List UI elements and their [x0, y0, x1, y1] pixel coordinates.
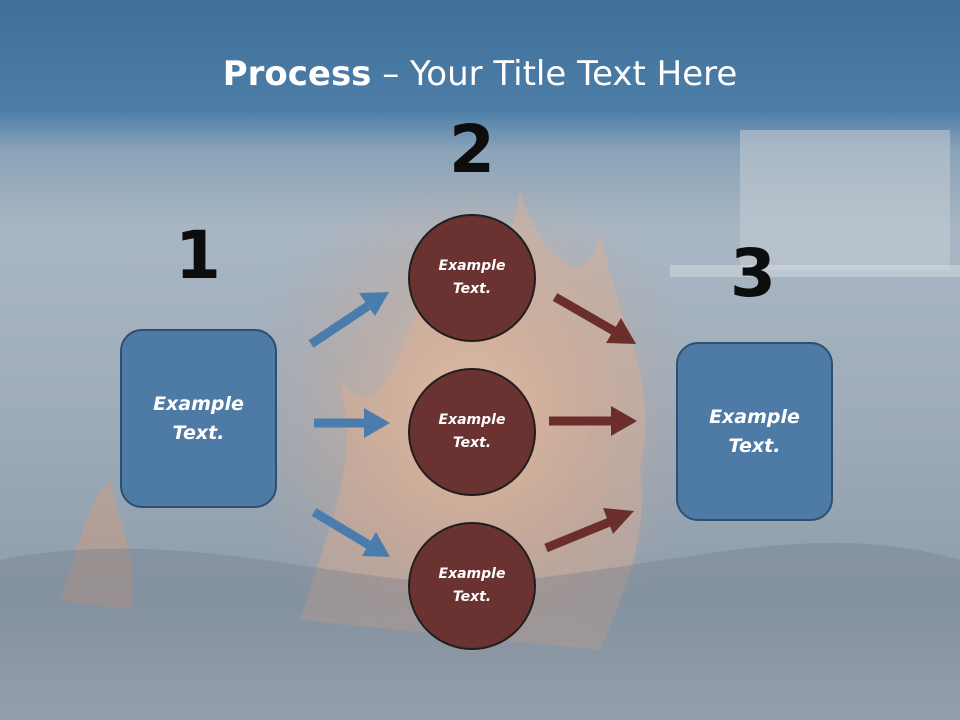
arrow-in-top	[308, 292, 389, 348]
arrow-out-bottom	[544, 508, 634, 553]
circle-bottom-text: Example Text.	[438, 566, 506, 605]
circle-top-text: Example Text.	[438, 258, 506, 297]
circle-bottom: Example Text.	[408, 522, 536, 650]
arrow-out-top	[552, 293, 636, 344]
input-box: Example Text.	[120, 329, 277, 508]
circle-middle: Example Text.	[408, 368, 536, 496]
arrow-out-middle	[549, 406, 637, 436]
title-rest: – Your Title Text Here	[371, 54, 738, 94]
output-box-text: Example Text.	[709, 405, 800, 457]
step-number-1: 1	[175, 217, 221, 294]
output-box: Example Text.	[676, 342, 833, 521]
step-number-2: 2	[449, 111, 495, 188]
title-bold: Process	[222, 54, 372, 94]
circle-top: Example Text.	[408, 214, 536, 342]
slide-title: Process – Your Title Text Here	[0, 52, 960, 96]
arrow-in-middle	[314, 408, 390, 438]
step-number-3: 3	[730, 235, 776, 312]
arrow-in-bottom	[311, 508, 390, 557]
circle-middle-text: Example Text.	[438, 412, 506, 451]
input-box-text: Example Text.	[153, 392, 244, 444]
